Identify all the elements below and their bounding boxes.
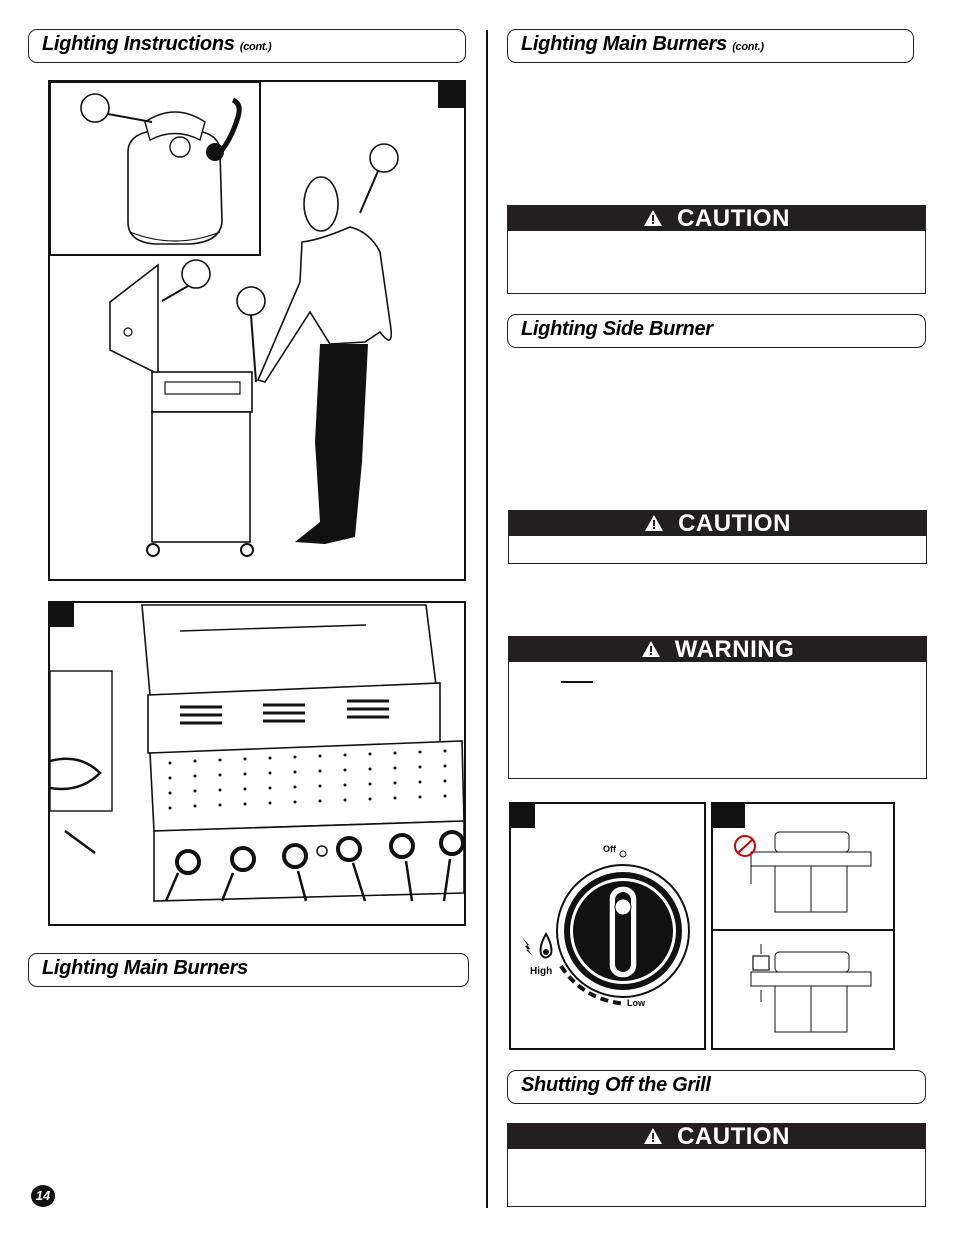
- warning-label: WARNING: [674, 636, 795, 663]
- knob-off-label: Off: [603, 844, 616, 854]
- caution-label: CAUTION: [677, 205, 790, 232]
- caution-bar: CAUTION: [508, 206, 925, 231]
- grill-knobs-illustration: [50, 604, 464, 902]
- warning-triangle-icon: [641, 640, 660, 657]
- caution-label: CAUTION: [677, 1123, 790, 1150]
- warning-triangle-icon: [644, 209, 663, 226]
- lighting-side-burner-header: Lighting Side Burner: [507, 314, 926, 348]
- warning-bar: WARNING: [509, 637, 926, 662]
- lighting-instructions-header: Lighting Instructions (cont.): [28, 29, 466, 63]
- warning-box: WARNING: [508, 636, 927, 779]
- control-knob-illustration: [522, 850, 690, 1006]
- section-suffix: (cont.): [239, 41, 272, 53]
- lighting-main-burners-header: Lighting Main Burners: [28, 953, 469, 987]
- section-title: Lighting Instructions: [42, 33, 235, 55]
- knob-high-label: High: [530, 966, 553, 977]
- knob-low-label: Low: [627, 998, 645, 1008]
- warning-triangle-icon: [645, 514, 664, 531]
- page-number: 14: [31, 1185, 55, 1207]
- grill-views-illustration: [734, 831, 872, 1033]
- caution-box-2: CAUTION: [508, 510, 927, 564]
- caution-box-3: CAUTION: [507, 1123, 926, 1207]
- caution-box-1: CAUTION: [507, 205, 926, 294]
- caution-bar: CAUTION: [509, 511, 926, 536]
- section-title: Lighting Side Burner: [521, 318, 713, 340]
- lighting-main-burners-cont-header: Lighting Main Burners (cont.): [507, 29, 914, 63]
- section-title: Lighting Main Burners: [521, 33, 727, 55]
- figure-side-burner: [711, 802, 895, 1050]
- tank-person-illustration: [50, 82, 399, 557]
- figure-tag: [511, 804, 535, 828]
- warning-triangle-icon: [644, 1127, 663, 1144]
- section-title: Shutting Off the Grill: [521, 1074, 711, 1096]
- caution-bar: CAUTION: [508, 1124, 925, 1149]
- shutting-off-header: Shutting Off the Grill: [507, 1070, 926, 1104]
- section-suffix: (cont.): [732, 41, 764, 53]
- figure-tank-person: [48, 80, 466, 581]
- figure-tag: [438, 82, 464, 108]
- figure-tag: [713, 804, 745, 828]
- section-title: Lighting Main Burners: [42, 957, 248, 979]
- caution-label: CAUTION: [678, 510, 791, 537]
- figure-control-knob: Off High Low: [509, 802, 706, 1050]
- underline-mark: [561, 681, 593, 683]
- figure-grill-knobs: [48, 601, 466, 926]
- figure-tag: [50, 603, 74, 627]
- figure-split-line: [713, 929, 893, 931]
- column-divider: [486, 30, 488, 1208]
